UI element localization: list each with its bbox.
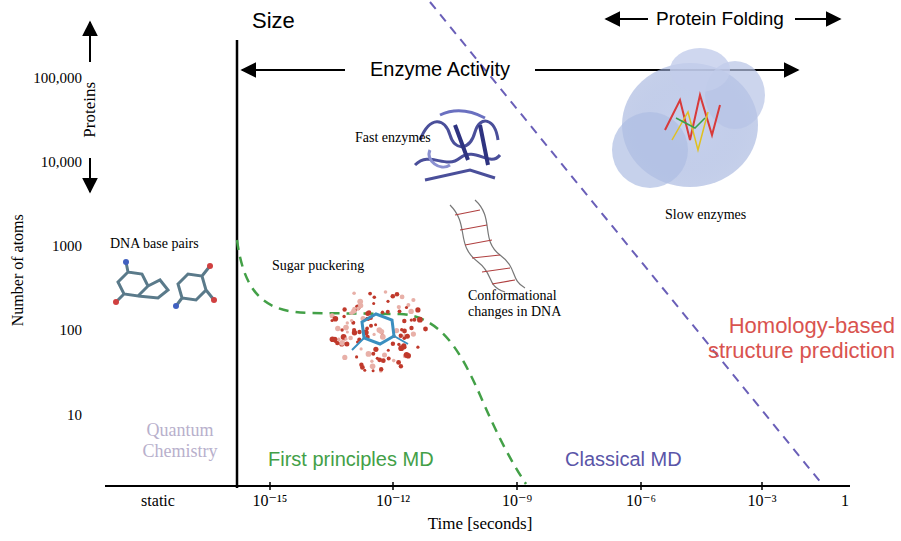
- axis-title: Time [seconds]: [428, 514, 533, 534]
- figure-label: Slow enzymes: [665, 207, 746, 223]
- figure-label: Sugar puckering: [272, 258, 364, 274]
- tick-label: 100: [60, 322, 83, 339]
- tick-label: 10⁻³: [747, 492, 776, 510]
- y-axis: [236, 40, 239, 488]
- first-principles-boundary: [237, 240, 526, 484]
- tick-label: 100,000: [33, 70, 82, 87]
- dna-base-pair-figure: [113, 259, 217, 309]
- figure-label: DNA base pairs: [110, 236, 199, 252]
- method-region: Quantum Chemistry: [135, 420, 225, 461]
- region-title: Protein Folding: [656, 8, 784, 30]
- folding-arrow-right: [795, 18, 840, 20]
- region-title: Enzyme Activity: [370, 58, 510, 81]
- method-region: First principles MD: [268, 448, 434, 471]
- figure-label: Conformational changes in DNA: [468, 288, 578, 320]
- tick-label: 10⁻¹⁵: [253, 492, 288, 510]
- axis-title: Size: [252, 8, 295, 33]
- method-region: Homology-based structure prediction: [685, 313, 895, 364]
- tick-label: static: [141, 492, 175, 510]
- tick-label: 10⁻¹²: [376, 492, 410, 510]
- figure-label: Fast enzymes: [355, 130, 431, 146]
- proteins-arrow-up: [89, 22, 91, 62]
- method-region: Classical MD: [565, 448, 682, 471]
- dna-figure: [450, 200, 525, 292]
- slow-enzyme-figure: [612, 48, 765, 188]
- enzyme-arrow-left: [242, 69, 345, 71]
- tick-label: 10: [67, 407, 82, 424]
- tick-label: 10,000: [41, 154, 82, 171]
- axis-title: Number of atoms: [9, 214, 27, 326]
- sugar-puckering-figure: [330, 290, 428, 372]
- x-ticks: [270, 482, 762, 490]
- proteins-arrow-down: [89, 158, 91, 192]
- fast-enzyme-figure: [415, 111, 500, 180]
- tick-label: 1000: [52, 238, 82, 255]
- folding-arrow-left: [606, 18, 648, 20]
- x-axis: [105, 485, 850, 487]
- tick-label: 1: [841, 492, 849, 510]
- tick-label: 10⁻⁶: [626, 492, 656, 510]
- axis-annotation: Proteins: [80, 82, 100, 138]
- tick-label: 10⁻⁹: [502, 492, 532, 510]
